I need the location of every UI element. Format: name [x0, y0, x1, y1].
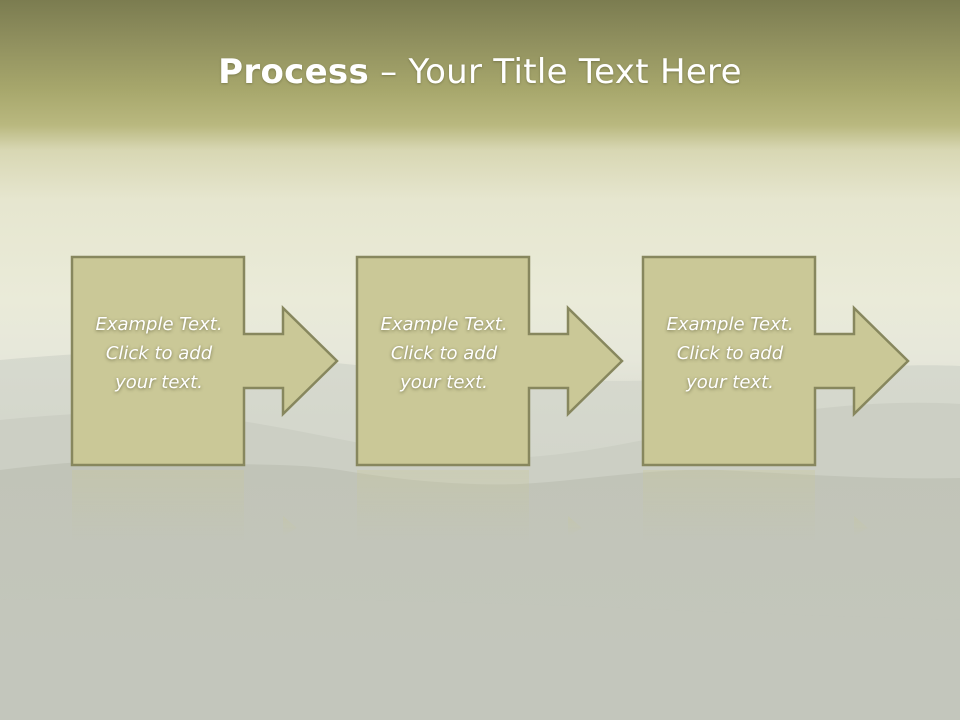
step-1-arrow-shape	[70, 255, 339, 467]
step-2-reflection	[357, 470, 582, 540]
process-step-1[interactable]: Example Text. Click to add your text.	[70, 255, 341, 468]
step-3-text[interactable]: Example Text. Click to add your text.	[666, 314, 794, 393]
step-1-reflection	[72, 470, 297, 540]
step-3-arrow-shape	[641, 255, 910, 467]
field-band	[0, 598, 960, 720]
process-step-3[interactable]: Example Text. Click to add your text.	[641, 255, 912, 468]
step-3-reflection	[643, 470, 868, 540]
step-2-arrow-shape	[355, 255, 624, 467]
title-bold: Process	[218, 52, 370, 92]
step-1-text[interactable]: Example Text. Click to add your text.	[95, 314, 223, 393]
slide-title[interactable]: Process – Your Title Text Here	[0, 52, 960, 92]
title-rest: – Your Title Text Here	[369, 52, 742, 92]
process-step-2[interactable]: Example Text. Click to add your text.	[355, 255, 626, 468]
step-2-text[interactable]: Example Text. Click to add your text.	[380, 314, 508, 393]
